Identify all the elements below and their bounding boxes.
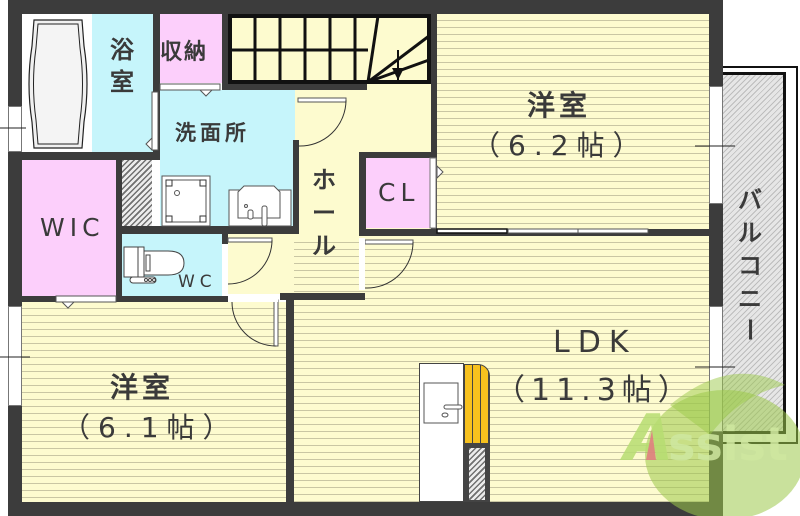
balcony-label-5: ー xyxy=(735,317,764,342)
storage-floor xyxy=(160,14,222,83)
storage-label: 収納 xyxy=(160,40,209,65)
bathtub-icon xyxy=(28,19,88,149)
ldk-label: LDK xyxy=(553,325,637,360)
wall-wc-right xyxy=(222,234,228,244)
hall-label-3: ル xyxy=(312,232,336,260)
closet-floor xyxy=(366,158,430,228)
wc-label: WC xyxy=(178,272,217,292)
wall-stair-bottom xyxy=(222,83,367,90)
wall-bottom xyxy=(8,502,720,516)
bedroom-south-label: 洋室 xyxy=(110,371,175,404)
pipe-shaft xyxy=(122,160,152,226)
bedroom-south-size: （6.1帖） xyxy=(62,411,239,444)
wic-floor xyxy=(22,160,116,296)
wall-bath-bottom xyxy=(22,152,160,160)
assist-watermark-logo: A ssist xyxy=(619,373,800,516)
kitchen-duct-hatch xyxy=(469,448,485,500)
ldk-size: （11.3帖） xyxy=(495,373,694,408)
wall-wc-bottom xyxy=(22,296,228,302)
svg-text:ssist: ssist xyxy=(668,417,788,471)
window-bath[interactable] xyxy=(8,106,22,152)
washing-machine-pan-icon xyxy=(161,175,211,227)
washbasin-icon xyxy=(228,185,292,227)
bathroom-label-1: 浴 xyxy=(110,36,134,64)
balcony-floor xyxy=(718,72,786,434)
window-bedroom-north[interactable] xyxy=(709,86,723,204)
balcony-label-2: ル xyxy=(738,219,762,247)
bedroom-north-label: 洋室 xyxy=(527,89,592,122)
balcony-label-4: ニ xyxy=(738,285,762,313)
balcony-label-3: コ xyxy=(738,252,762,280)
wall-closet xyxy=(359,152,437,158)
balcony-label-1: バ xyxy=(738,186,762,214)
closet-label: CL xyxy=(378,178,420,207)
wall-hall-bottom xyxy=(280,293,365,300)
washroom-label: 洗面所 xyxy=(175,121,250,145)
hall-label-2: ー xyxy=(312,199,336,227)
wall-washroom-bottom xyxy=(122,226,298,234)
wall-washroom-right xyxy=(293,140,299,234)
bathroom-floor xyxy=(92,14,153,152)
bedroom-north-floor xyxy=(437,14,709,230)
toilet-icon xyxy=(123,246,185,284)
wall-bedroom-north-left xyxy=(431,14,437,236)
wic-label: WIC xyxy=(40,213,105,242)
staircase-icon xyxy=(228,14,431,84)
window-bedroom-south[interactable] xyxy=(8,306,22,406)
wall-storage-right xyxy=(222,14,228,90)
sink-icon xyxy=(423,382,463,424)
svg-text:A: A xyxy=(619,402,674,476)
bedroom-north-size: （6.2帖） xyxy=(472,129,649,162)
hall-label-1: ホ xyxy=(312,166,336,194)
wall-bedroom-south-right xyxy=(286,293,294,502)
wall-closet-left xyxy=(359,152,366,236)
wall-bath-right xyxy=(153,14,160,160)
bathroom-label-2: 室 xyxy=(110,68,134,96)
wall-top xyxy=(8,0,720,14)
kitchen-counter xyxy=(464,364,490,444)
bedroom-south-floor xyxy=(22,302,286,502)
wall-wic-right xyxy=(116,160,122,302)
